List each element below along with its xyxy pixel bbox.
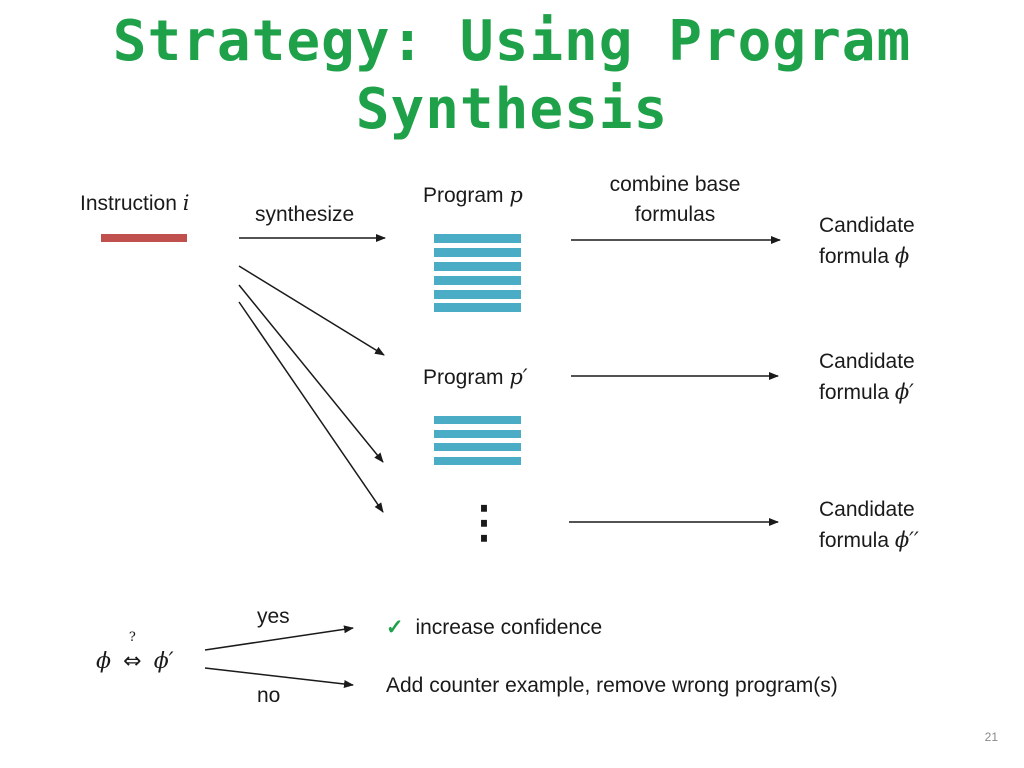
instruction-bar [101, 234, 187, 242]
synthesize-label: synthesize [255, 203, 355, 226]
program-p-var: p [509, 183, 523, 207]
synthesize-arrow-more-2 [238, 301, 384, 513]
instruction-var: i [182, 191, 190, 215]
candidate-formula-2: Candidate formula ϕ′ [819, 350, 915, 404]
program-p-prime-icon [434, 416, 521, 465]
no-label: no [257, 684, 281, 707]
slide-title: Strategy: Using Program Synthesis [0, 8, 1024, 144]
program-p-label: Program p [423, 183, 523, 207]
program-p-icon [434, 234, 521, 312]
equivalence-operator: ⇔ ? [123, 630, 142, 674]
combine-label-line-1: combine base [609, 173, 741, 196]
no-result: Add counter example, remove wrong progra… [386, 674, 838, 697]
candidate-var-2: ϕ′ [894, 380, 914, 404]
program-p-prime-label: Program p′ [423, 365, 528, 389]
title-line-1: Strategy: Using Program [112, 9, 912, 74]
equivalence-lhs: ϕ [96, 649, 111, 674]
synthesize-arrow-p-prime [238, 265, 385, 356]
instruction-label: Instruction i [80, 191, 190, 215]
equivalence-rhs: ϕ′ [153, 649, 174, 674]
combine-label-line-2: formulas [634, 203, 716, 226]
yes-result-text: increase confidence [415, 616, 603, 639]
candidate-var-1: ϕ [894, 244, 910, 268]
candidate-formula-1: Candidate formula ϕ [819, 214, 915, 268]
candidate-var-3: ϕ′′ [894, 528, 919, 552]
yes-label: yes [257, 605, 290, 628]
yes-arrow [204, 625, 354, 651]
title-line-2: Synthesis [355, 77, 669, 142]
program-p-prime-var: p′ [509, 365, 528, 389]
no-arrow [204, 667, 354, 688]
candidate-formula-3: Candidate formula ϕ′′ [819, 498, 919, 552]
more-programs-ellipsis: ⋮ [462, 498, 506, 547]
equivalence-expression: ϕ ⇔ ? ϕ′ [96, 630, 174, 674]
synthesize-arrow-more-1 [238, 284, 384, 463]
combine-label: combine base formulas [590, 170, 760, 230]
equivalence-question-mark: ? [128, 630, 136, 645]
page-number: 21 [984, 730, 998, 744]
yes-result: ✓ increase confidence [386, 615, 602, 640]
check-icon: ✓ [386, 616, 404, 639]
